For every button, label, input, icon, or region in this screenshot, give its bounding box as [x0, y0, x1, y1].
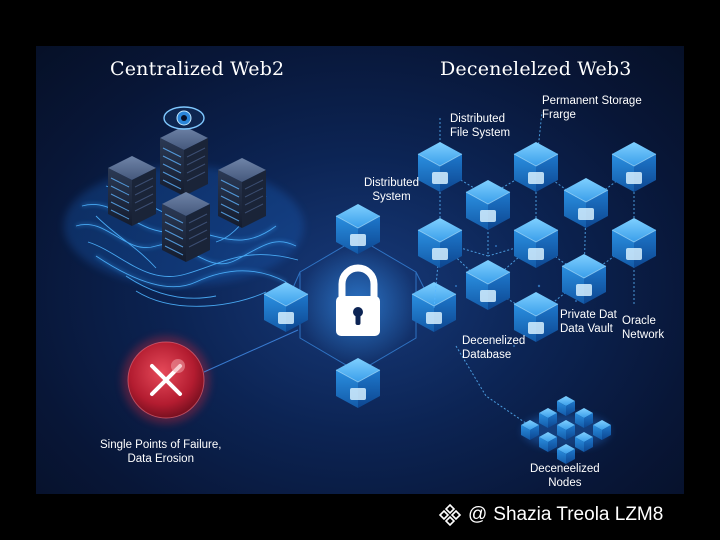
watermark-at: @ [468, 504, 488, 525]
eye-icon [163, 106, 205, 130]
web2-server-cluster [64, 106, 304, 307]
label-permanent-storage: Permanent Storage Frarge [542, 95, 642, 121]
web3-network [417, 111, 657, 431]
label-single-points-failure: Single Points of Failure, Data Erosion [100, 439, 222, 465]
node-cluster [521, 396, 611, 464]
web3-title: Decenelelzed Web3 [440, 58, 632, 80]
label-distributed-system: Distributed System [364, 177, 419, 203]
label-decentralized-database: Decenelized Database [462, 335, 526, 361]
binance-logo-icon [438, 503, 462, 527]
failure-x-icon [122, 336, 210, 424]
center-lock-hub [263, 203, 457, 409]
watermark-author: Shazia Treola LZM8 [493, 504, 664, 525]
label-distributed-file-system: Distributed File System [450, 113, 511, 139]
lock-icon [336, 264, 380, 336]
label-private-data-vault: Private Dat Data Vault [560, 309, 617, 335]
web2-title: Centralized Web2 [110, 58, 285, 80]
label-decentralized-nodes: Deceneelized Nodes [530, 463, 600, 489]
infographic-art [64, 106, 657, 464]
infographic-panel: Centralized Web2 Decenelelzed Web3 Distr… [36, 46, 684, 494]
watermark: @ Shazia Treola LZM8 [438, 502, 663, 528]
label-oracle-network: Oracle Network [622, 315, 665, 341]
